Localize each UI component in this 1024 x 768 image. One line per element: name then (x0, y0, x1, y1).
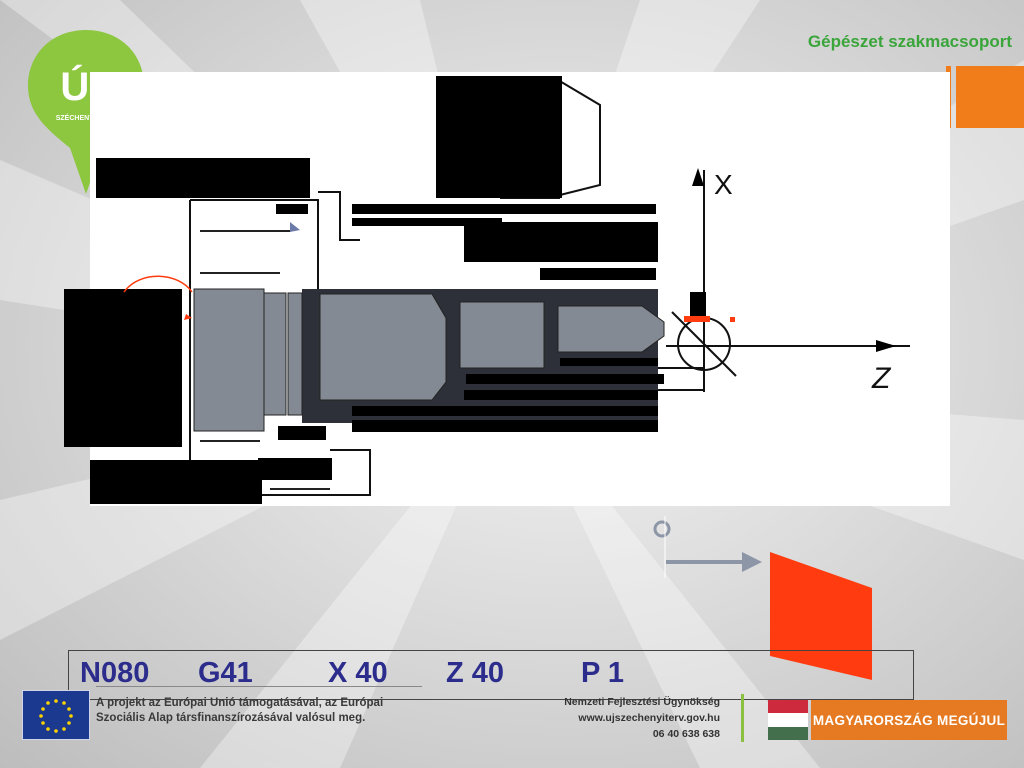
agency-phone: 06 40 638 638 (652, 728, 720, 740)
eu-flag-icon (22, 690, 90, 740)
eu-text-line-1: A projekt az Európai Unió támogatásával,… (96, 697, 384, 709)
x-axis-label: X (714, 169, 733, 200)
nc-code-box (68, 650, 914, 700)
logo-sub-text: SZÉCHENYI TERV (56, 113, 117, 122)
hungary-flag-icon (768, 700, 808, 740)
agency-info: Nemzeti Fejlesztési Ügynökség www.ujszec… (520, 694, 720, 742)
orange-accent-tab (956, 66, 1024, 128)
agency-url: www.ujszechenyiterv.gov.hu (578, 712, 720, 724)
section-title: Gépészet szakmacsoport (807, 32, 1012, 51)
x-word: X 40 (328, 657, 388, 689)
cutting-tool-shape (770, 552, 872, 680)
block-number: N080 (80, 657, 150, 689)
z-axis-label: Z (871, 362, 892, 395)
eu-text-line-2: Szociális Alap társfinanszírozásával val… (96, 712, 366, 724)
z-word: Z 40 (446, 657, 505, 689)
agency-name: Nemzeti Fejlesztési Ügynökség (564, 696, 720, 708)
nc-code-line: N080 G41 X 40 Z 40 P 1 (80, 657, 661, 693)
eu-funding-text: A projekt az Európai Unió támogatásával,… (96, 696, 426, 726)
footer-divider (741, 694, 744, 742)
magyarorszag-megujul-badge: MAGYARORSZÁG MEGÚJUL (811, 700, 1007, 740)
g-code-word: G41 (198, 657, 253, 689)
divider-line (96, 686, 422, 687)
p-word: P 1 (581, 657, 625, 689)
